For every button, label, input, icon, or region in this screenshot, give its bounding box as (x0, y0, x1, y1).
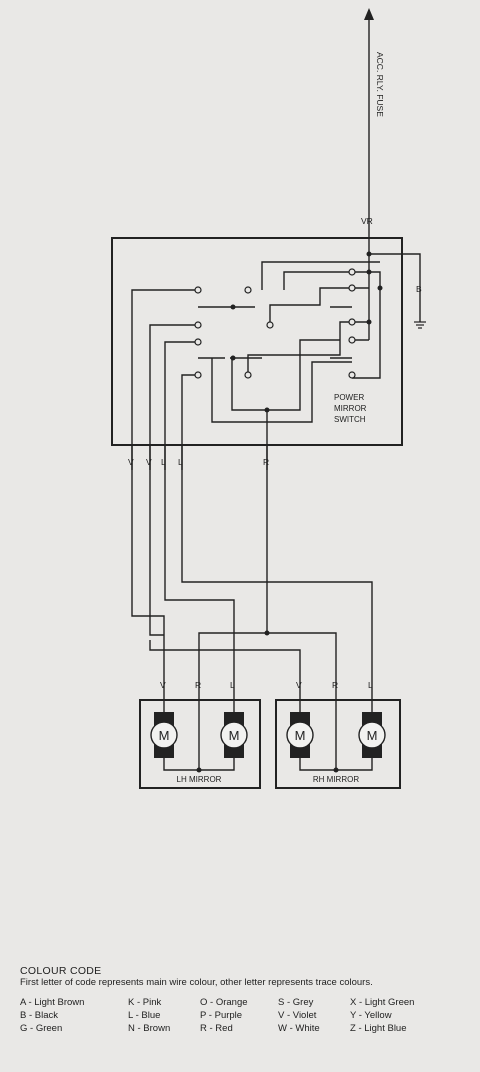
legend-item: N - Brown (128, 1023, 171, 1034)
switch-contact (194, 338, 202, 346)
legend-item: K - Pink (128, 997, 162, 1008)
legend-item: P - Purple (200, 1010, 243, 1021)
switch-contact (348, 318, 356, 326)
junction-dot (230, 304, 236, 310)
legend-item: S - Grey (278, 997, 314, 1008)
switch-internal-wire (352, 240, 381, 379)
ground-wire (369, 253, 421, 322)
junction-dot (264, 630, 270, 636)
colour-code-legend: COLOUR CODE First letter of code represe… (20, 965, 470, 1037)
lh-wire-code: L (230, 680, 235, 690)
rh-wire-code: V (296, 680, 302, 690)
legend-item: W - White (278, 1023, 320, 1034)
legend-column: K - Pink L - Blue N - Brown (128, 997, 170, 1036)
switch-housing (111, 237, 403, 446)
legend-subtitle: First letter of code represents main wir… (20, 977, 373, 988)
supply-wire-code: VR (361, 216, 373, 226)
junction-dot (377, 285, 383, 291)
ground-wire-code: B (416, 284, 422, 294)
legend-item: R - Red (200, 1023, 233, 1034)
legend-item: A - Light Brown (20, 997, 85, 1008)
switch-contact (194, 286, 202, 294)
switch-wire-code: V (146, 457, 152, 467)
rh-mirror-housing (275, 699, 401, 789)
legend-item: V - Violet (278, 1010, 317, 1021)
switch-contact (266, 321, 274, 329)
switch-contact (194, 321, 202, 329)
junction-dot (230, 355, 236, 361)
lh-wire-code: V (160, 680, 166, 690)
switch-contact (348, 336, 356, 344)
legend-title: COLOUR CODE (20, 965, 102, 977)
junction-dot (366, 251, 372, 257)
legend-item: L - Blue (128, 1010, 161, 1021)
junction-dot (333, 767, 339, 773)
legend-item: Z - Light Blue (350, 1023, 407, 1034)
switch-wire-code: L (161, 457, 166, 467)
junction-dot (366, 269, 372, 275)
junction-dot (196, 767, 202, 773)
rh-wire-code: L (368, 680, 373, 690)
legend-item: G - Green (20, 1023, 63, 1034)
switch-title-line: SWITCH (334, 415, 366, 424)
legend-column: A - Light Brown B - Black G - Green (20, 997, 84, 1036)
motor-label: M (295, 728, 306, 743)
supply-label: ACC. RLY. FUSE (375, 52, 385, 117)
ground-symbol (414, 321, 426, 329)
motor-label: M (229, 728, 240, 743)
legend-column: X - Light Green Y - Yellow Z - Light Blu… (350, 997, 414, 1036)
legend-item: Y - Yellow (350, 1010, 392, 1021)
switch-wire-code: R (263, 457, 269, 467)
switch-wire-code: V (128, 457, 134, 467)
switch-contact (244, 371, 252, 379)
lh-mirror-label: LH MIRROR (177, 775, 222, 784)
legend-item: B - Black (20, 1010, 59, 1021)
switch-contact (348, 268, 356, 276)
switch-contact (348, 284, 356, 292)
junction-dot (264, 407, 270, 413)
switch-contact (244, 286, 252, 294)
motor-label: M (367, 728, 378, 743)
legend-column: S - Grey V - Violet W - White (278, 997, 320, 1036)
switch-wire-code: L (178, 457, 183, 467)
lh-wire-code: R (195, 680, 201, 690)
rh-wire-code: R (332, 680, 338, 690)
rh-motor-2: M (358, 712, 386, 758)
motor-label: M (159, 728, 170, 743)
lh-motor-1: M (150, 712, 178, 758)
junction-dot (366, 319, 372, 325)
switch-title-line: MIRROR (334, 404, 367, 413)
lh-motor-2: M (220, 712, 248, 758)
switch-contact (348, 371, 356, 379)
switch-contact (194, 371, 202, 379)
switch-title-line: POWER (334, 393, 364, 402)
legend-item: X - Light Green (350, 997, 415, 1008)
supply-arrow (364, 8, 374, 20)
legend-item: O - Orange (200, 997, 248, 1008)
lh-mirror-housing (139, 699, 261, 789)
legend-grid: A - Light Brown B - Black G - Green K - … (20, 997, 470, 1037)
legend-column: O - Orange P - Purple R - Red (200, 997, 248, 1036)
rh-motor-1: M (286, 712, 314, 758)
rh-mirror-label: RH MIRROR (313, 775, 359, 784)
